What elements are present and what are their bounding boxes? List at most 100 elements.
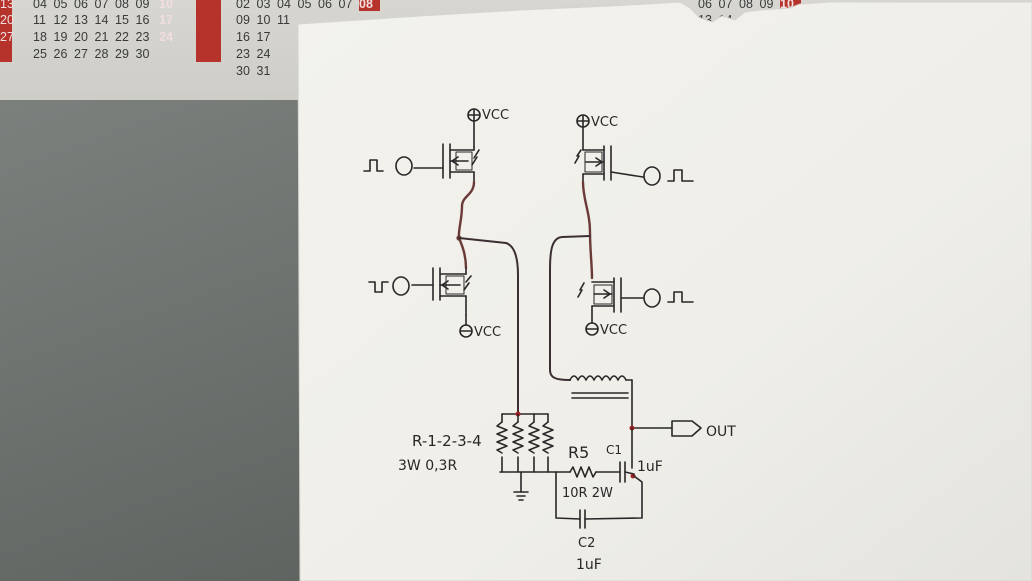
calendar-day: 09 bbox=[135, 0, 150, 11]
mosfet-top-right bbox=[574, 145, 644, 183]
calendar-day: 11 bbox=[33, 13, 46, 27]
calendar-day: 03 bbox=[256, 0, 271, 11]
calendar-row-1: 13 04 05 06 07 08 09 10 bbox=[0, 0, 180, 13]
calendar-day: 29 bbox=[115, 47, 129, 61]
label-resistor-bank-value: 3W 0,3R bbox=[398, 458, 457, 474]
desk-board bbox=[0, 100, 300, 581]
calendar-day: 30 bbox=[236, 64, 250, 78]
calendar-day: 05 bbox=[297, 0, 312, 11]
calendar-day: 08 bbox=[739, 0, 753, 11]
schematic-labels: VCC VCC VCC VCC R-1-2-3-4 3W 0,3R R5 C1 … bbox=[398, 108, 736, 573]
calendar-day: 23 bbox=[236, 47, 250, 61]
label-vcc-top-left: VCC bbox=[482, 108, 509, 123]
label-r5-value: 10R 2W bbox=[562, 486, 613, 501]
paper-sheet bbox=[297, 1, 1032, 581]
calendar-day: 12 bbox=[53, 13, 68, 27]
calendar-weekend-column-left bbox=[0, 0, 12, 62]
calendar-day: 21 bbox=[94, 30, 109, 44]
calendar-day: 06 bbox=[74, 0, 88, 11]
calendar-day: 09 bbox=[759, 0, 774, 11]
calendar-day: 13 bbox=[74, 13, 88, 27]
calendar-day: 15 bbox=[115, 13, 129, 27]
calendar-day: 27 bbox=[0, 30, 14, 44]
label-r5: R5 bbox=[568, 443, 589, 462]
calendar-day: 09 bbox=[236, 13, 250, 27]
calendar-day: 23 bbox=[135, 30, 150, 44]
output-arrow bbox=[671, 420, 702, 437]
calendar-day: 27 bbox=[74, 47, 88, 61]
resistor-r5 bbox=[569, 466, 597, 478]
calendar-row-3: 27 18 19 20 21 22 23 24 bbox=[0, 30, 180, 46]
calendar-day: 25 bbox=[33, 47, 47, 61]
mosfet-top-left bbox=[413, 143, 480, 183]
label-vcc-top-right: VCC bbox=[591, 115, 618, 130]
calendar-day: 18 bbox=[33, 30, 47, 44]
calendar-day: 07 bbox=[338, 0, 353, 11]
label-out: OUT bbox=[706, 424, 736, 440]
calendar-day: 13 bbox=[0, 0, 14, 11]
calendar-day: 26 bbox=[53, 47, 68, 61]
calendar-day: 06 bbox=[698, 0, 712, 11]
gate-input-bottom-right bbox=[643, 288, 661, 308]
mosfet-bottom-left bbox=[411, 267, 472, 316]
calendar-middle-row-5: 30 31 bbox=[236, 64, 277, 80]
calendar-day: 24 bbox=[159, 30, 173, 44]
ground-symbol bbox=[513, 471, 529, 501]
pulse-icon-bottom-right bbox=[667, 291, 694, 303]
calendar-day: 04 bbox=[33, 0, 47, 11]
calendar-middle-row-4: 23 24 bbox=[236, 47, 277, 63]
calendar-weekend-column bbox=[196, 0, 221, 62]
calendar-day: 19 bbox=[53, 30, 68, 44]
label-c2: C2 bbox=[578, 536, 595, 551]
calendar-day: 04 bbox=[277, 0, 291, 11]
calendar-day: 02 bbox=[236, 0, 250, 11]
calendar-day: 10 bbox=[159, 0, 173, 11]
calendar-day: 30 bbox=[135, 47, 150, 61]
schematic-drawing bbox=[363, 108, 702, 529]
calendar-day: 10 bbox=[256, 13, 271, 27]
calendar-day: 17 bbox=[256, 30, 271, 44]
calendar-day: 16 bbox=[135, 13, 150, 27]
calendar-day: 17 bbox=[159, 13, 173, 27]
calendar-day: 31 bbox=[256, 64, 271, 78]
calendar-day: 16 bbox=[236, 30, 250, 44]
mosfet-bottom-right bbox=[577, 277, 644, 323]
vcc-minus-terminal-bottom-left bbox=[459, 324, 473, 338]
calendar-row-2: 20 11 12 13 14 15 16 17 bbox=[0, 13, 180, 29]
calendar-day: 28 bbox=[94, 47, 109, 61]
calendar-row-4: 25 26 27 28 29 30 bbox=[0, 47, 156, 63]
resistor-bank bbox=[496, 411, 557, 473]
calendar-day: 14 bbox=[94, 13, 109, 27]
pulse-icon-top-right bbox=[667, 169, 694, 182]
calendar-day: 24 bbox=[256, 47, 271, 61]
calendar-day: 10 bbox=[780, 0, 801, 11]
inductor bbox=[569, 375, 633, 399]
calendar-day: 08 bbox=[359, 0, 380, 11]
calendar-day: 20 bbox=[0, 13, 14, 27]
gate-input-top-left bbox=[395, 156, 413, 176]
calendar-day: 07 bbox=[94, 0, 109, 11]
vcc-minus-terminal-bottom-right bbox=[585, 322, 599, 336]
calendar-day: 11 bbox=[277, 13, 290, 27]
calendar-day: 22 bbox=[115, 30, 129, 44]
label-resistor-bank: R-1-2-3-4 bbox=[412, 432, 482, 450]
calendar-day: 20 bbox=[74, 30, 88, 44]
calendar-middle-row-1: 02 03 04 05 06 07 08 bbox=[236, 0, 380, 13]
pulse-icon-bottom-left bbox=[368, 281, 389, 293]
calendar-day: 08 bbox=[115, 0, 129, 11]
calendar-right-row-1: 06 07 08 09 10 bbox=[698, 0, 801, 13]
gate-input-bottom-left bbox=[392, 276, 410, 296]
calendar-middle-row-2: 09 10 11 bbox=[236, 13, 298, 29]
calendar-day: 05 bbox=[53, 0, 68, 11]
label-vcc-bottom-left: VCC bbox=[474, 325, 501, 340]
label-vcc-bottom-right: VCC bbox=[600, 323, 627, 338]
calendar-day: 06 bbox=[318, 0, 332, 11]
label-c2-value: 1uF bbox=[576, 557, 602, 573]
pulse-icon-top-left bbox=[363, 159, 384, 172]
label-c1-value: 1uF bbox=[637, 459, 663, 475]
label-c1: C1 bbox=[606, 443, 622, 457]
calendar-day: 07 bbox=[718, 0, 733, 11]
